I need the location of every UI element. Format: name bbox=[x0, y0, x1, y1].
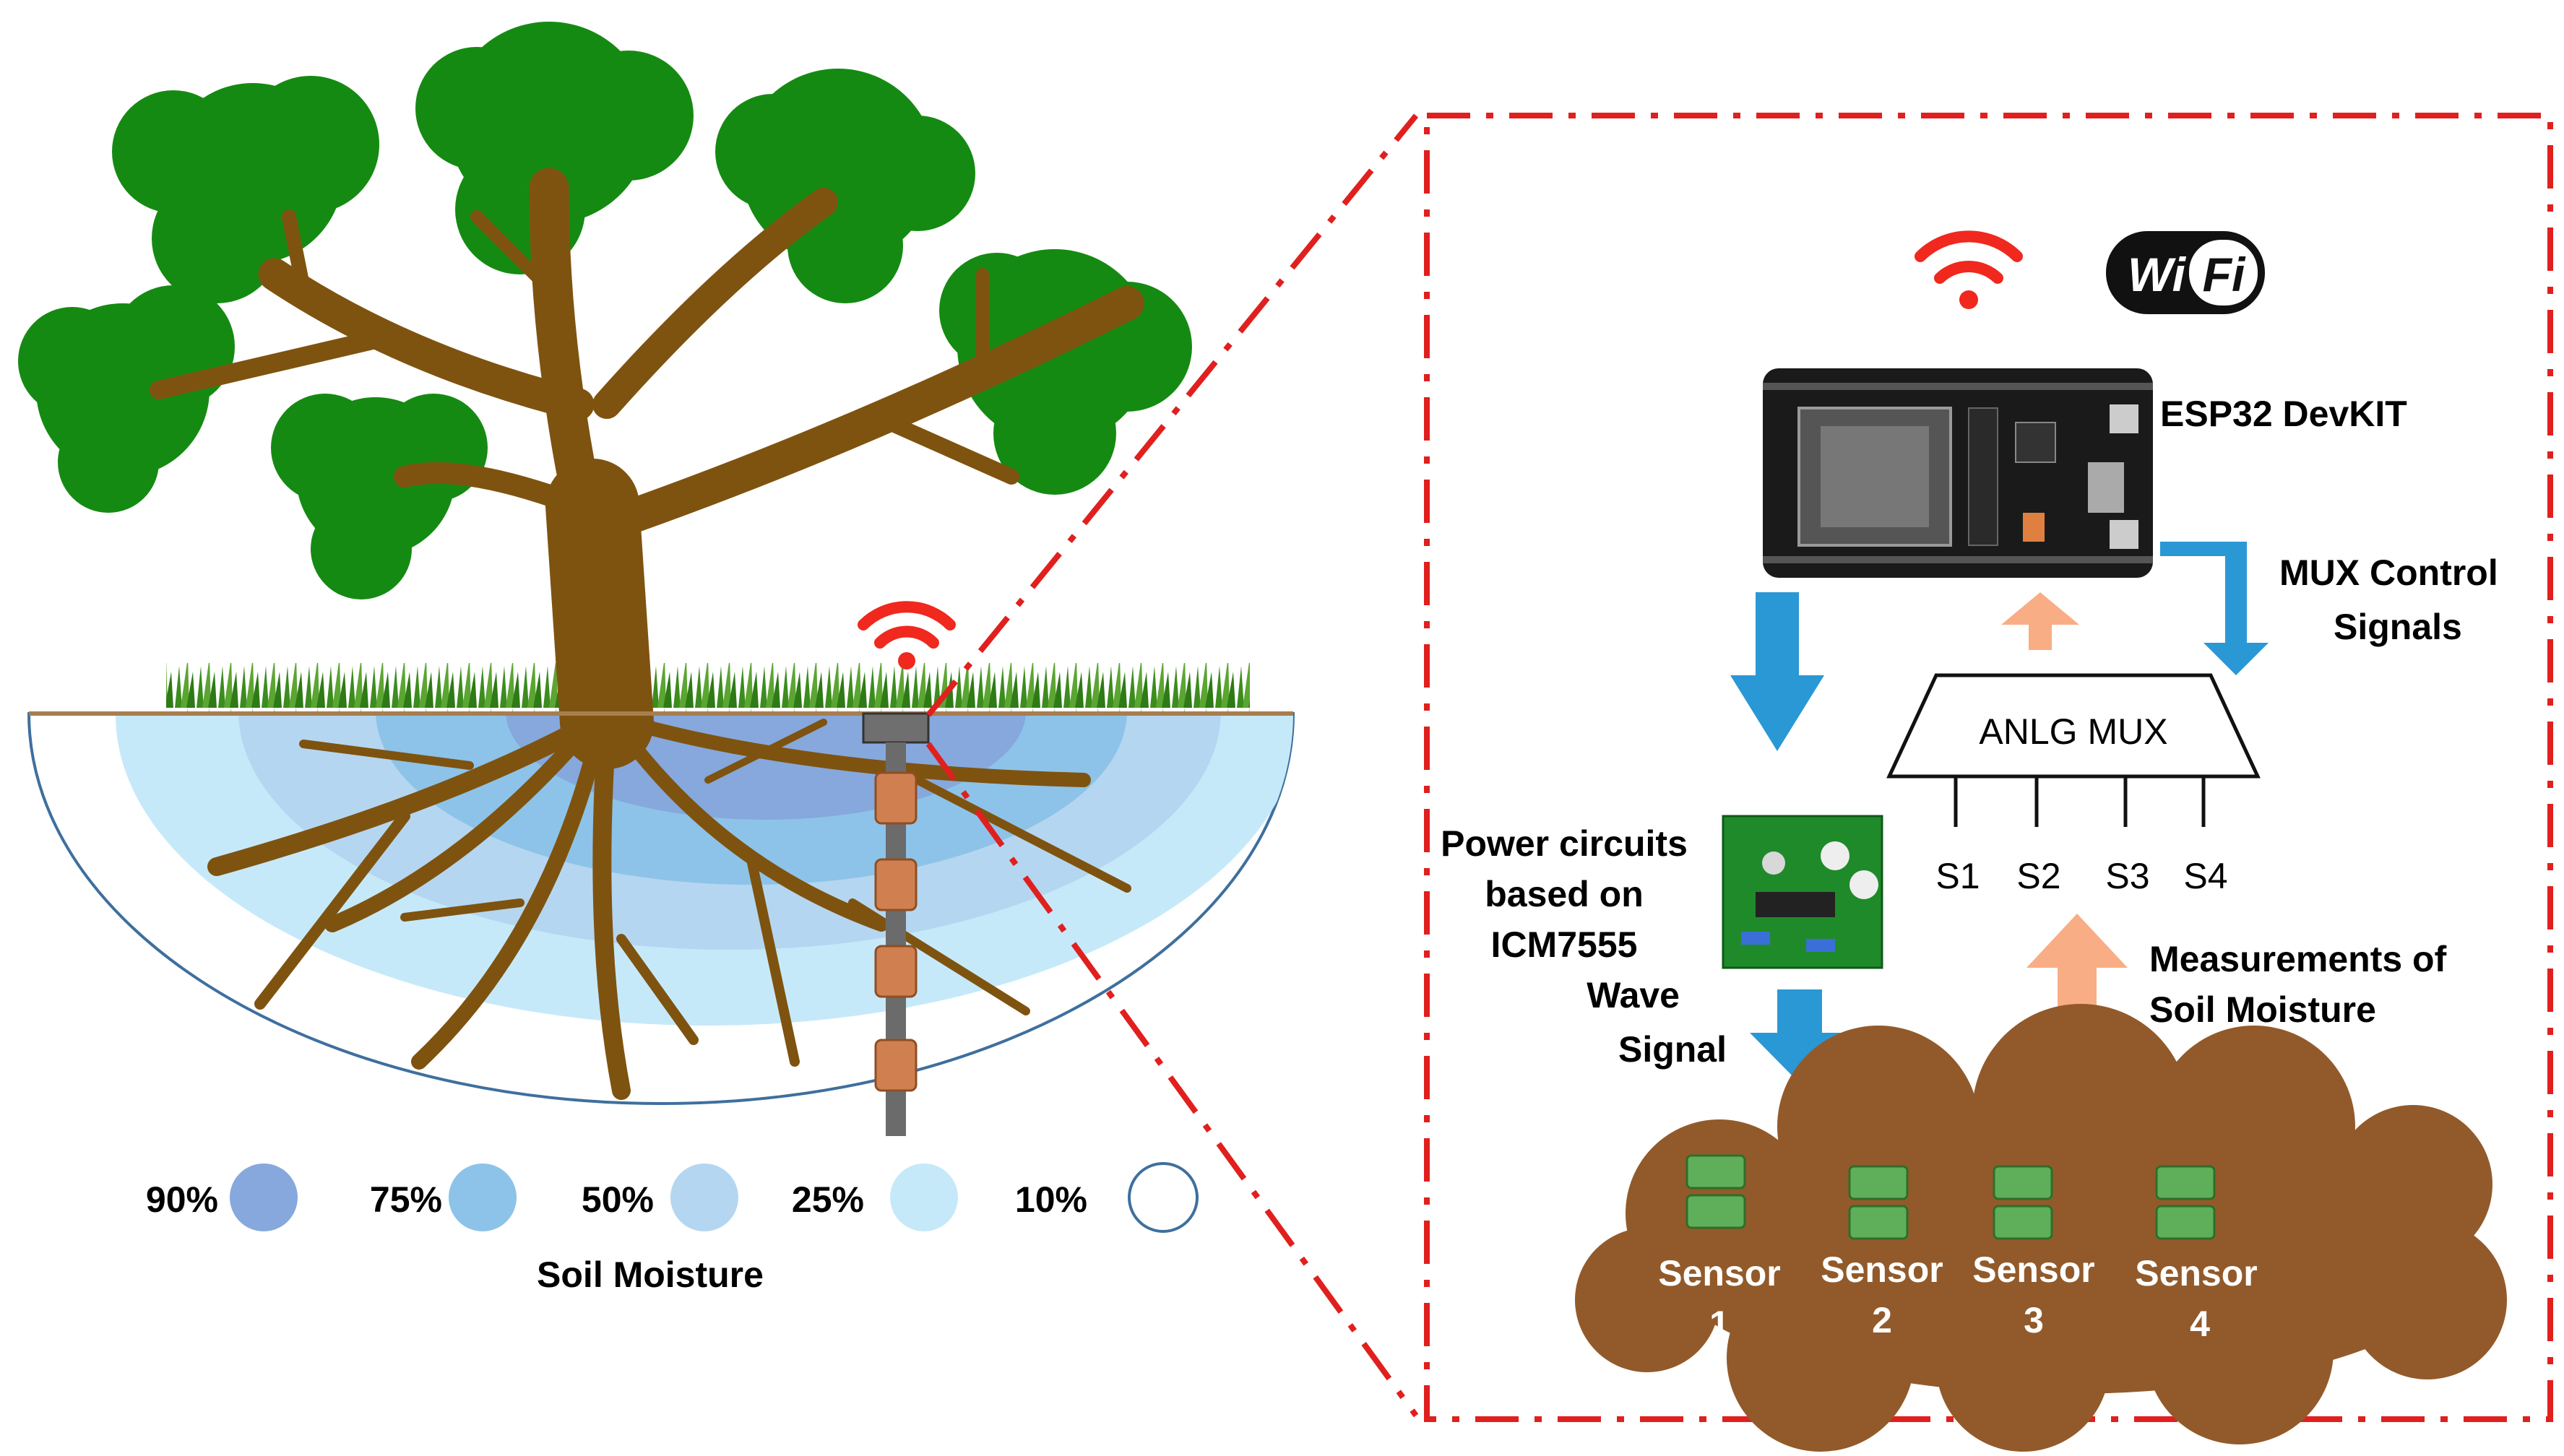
legend-label: 75% bbox=[370, 1179, 442, 1220]
probe-wifi-icon bbox=[858, 601, 956, 670]
mux-channel-label: S3 bbox=[2105, 856, 2149, 896]
sensor-labels: Sensor 1 Sensor 2 Sensor 3 Sensor 4 bbox=[1658, 1249, 2258, 1344]
power-label-2: based on bbox=[1485, 874, 1643, 914]
sensor-number: 2 bbox=[1872, 1300, 1892, 1340]
sensor-number: 3 bbox=[2024, 1300, 2044, 1340]
legend-swatch bbox=[1128, 1162, 1199, 1233]
mux-control-arrow bbox=[2160, 542, 2269, 675]
measurements-label-1: Measurements of bbox=[2149, 939, 2447, 979]
mux-channel-label: S1 bbox=[1935, 856, 1980, 896]
sensor-number: 4 bbox=[2190, 1304, 2210, 1344]
sensors-to-mux-arrow bbox=[2026, 914, 2128, 1040]
esp32-label: ESP32 DevKIT bbox=[2160, 394, 2407, 434]
legend-label: 90% bbox=[146, 1179, 218, 1220]
sensor-coils bbox=[1685, 1154, 2216, 1240]
zoom-connector bbox=[925, 113, 1419, 1418]
power-to-sensors-arrow bbox=[1750, 989, 1849, 1083]
legend-label: 10% bbox=[1015, 1179, 1087, 1220]
wave-label-2: Signal bbox=[1618, 1029, 1727, 1070]
sensor-word: Sensor bbox=[1972, 1249, 2095, 1290]
mux-label: ANLG MUX bbox=[1979, 711, 2167, 752]
mux-to-board-arrow bbox=[2001, 592, 2079, 650]
legend-swatch bbox=[230, 1164, 298, 1231]
moisture-zone-75 bbox=[376, 714, 1127, 885]
moisture-legend: 90% 75% 50% 25% 10% Soil Moisture bbox=[146, 1162, 1199, 1295]
grass bbox=[166, 663, 1250, 714]
mux-control-label-1: MUX Control bbox=[2279, 552, 2498, 593]
mux-channel-label: S2 bbox=[2016, 856, 2060, 896]
wifi-logo-left: Wi bbox=[2128, 248, 2187, 301]
probe bbox=[862, 712, 930, 1136]
legend-swatch bbox=[670, 1164, 738, 1231]
tree-roots bbox=[207, 713, 1131, 1100]
legend-title: Soil Moisture bbox=[537, 1254, 764, 1295]
wifi-logo: Wi Fi bbox=[2106, 231, 2265, 314]
wifi-logo-right: Fi bbox=[2203, 248, 2246, 301]
wave-label-1: Wave bbox=[1587, 975, 1680, 1015]
analog-mux: ANLG MUX S1 S2 S3 S4 bbox=[1886, 673, 2261, 896]
power-label-1: Power circuits bbox=[1441, 823, 1688, 864]
power-label-3: ICM7555 bbox=[1491, 924, 1638, 965]
power-circuit-board bbox=[1722, 815, 1883, 969]
sensor-word: Sensor bbox=[1658, 1253, 1781, 1294]
sensor-number: 1 bbox=[1709, 1304, 1730, 1344]
tree-trunk bbox=[150, 168, 1144, 769]
esp32-board bbox=[1763, 368, 2153, 578]
legend-label: 50% bbox=[582, 1179, 654, 1220]
legend-swatch bbox=[890, 1164, 958, 1231]
tree-canopy bbox=[18, 22, 1192, 599]
sensor-word: Sensor bbox=[1821, 1249, 1943, 1290]
mux-control-label-2: Signals bbox=[2334, 607, 2462, 647]
legend-swatch bbox=[449, 1164, 517, 1231]
board-wifi-icon bbox=[1915, 230, 2023, 309]
board-to-power-arrow bbox=[1730, 592, 1824, 751]
mux-channel-label: S4 bbox=[2183, 856, 2227, 896]
sensor-word: Sensor bbox=[2135, 1253, 2258, 1294]
measurements-label-2: Soil Moisture bbox=[2149, 989, 2376, 1030]
legend-label: 25% bbox=[792, 1179, 864, 1220]
